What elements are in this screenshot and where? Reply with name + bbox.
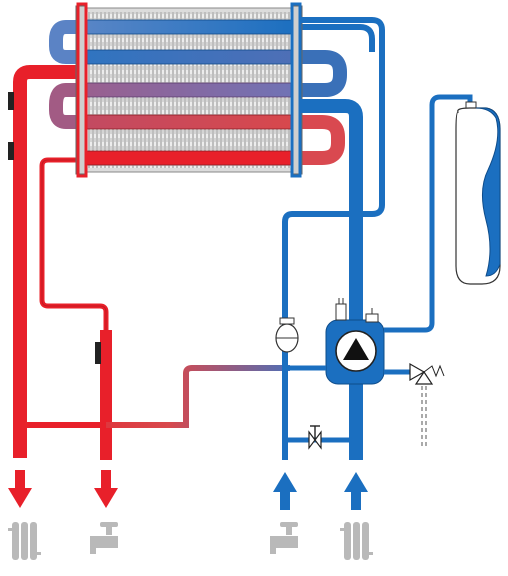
safety-valve xyxy=(384,362,445,446)
temp-sensor-icon xyxy=(95,342,101,364)
exchanger-right-loops xyxy=(300,24,375,165)
heating-flow-pipe xyxy=(8,65,78,458)
exchanger-left-loops xyxy=(49,20,78,129)
hot-water-pipe xyxy=(39,157,112,460)
return-pipe-right xyxy=(282,17,385,460)
bypass-line xyxy=(285,425,356,450)
heating-flow-arrow-icon xyxy=(8,470,32,508)
temp-sensor-icon xyxy=(8,92,14,110)
gate-valve-icon xyxy=(308,425,322,450)
bottom-connector-pipe xyxy=(20,365,290,428)
heating-return-arrow-icon xyxy=(344,472,368,510)
circulation-pump xyxy=(325,298,385,385)
flow-arrows xyxy=(8,470,368,510)
temp-sensor-icon xyxy=(8,142,14,160)
radiator-icon xyxy=(340,522,373,560)
expansion-vessel xyxy=(384,94,501,333)
heat-exchanger xyxy=(75,2,303,178)
hot-water-arrow-icon xyxy=(94,470,118,508)
flow-switch-icon xyxy=(275,317,299,353)
cold-water-arrow-icon xyxy=(273,472,297,510)
tap-icon xyxy=(90,522,118,554)
radiator-icon xyxy=(8,522,41,560)
tap-icon xyxy=(270,522,298,554)
relief-valve-icon xyxy=(409,362,445,385)
